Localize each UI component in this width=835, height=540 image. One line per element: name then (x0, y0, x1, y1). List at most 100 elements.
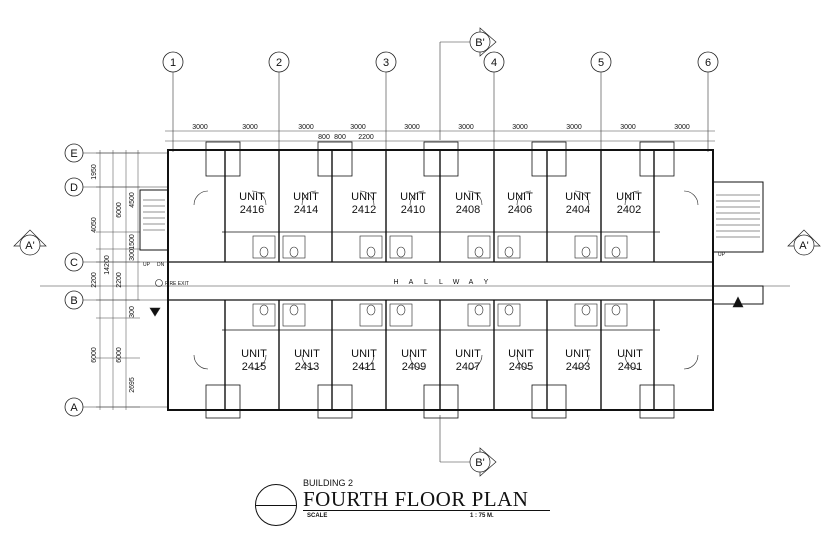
section-lines (439, 41, 470, 463)
unit-label-number: 2402 (617, 204, 641, 216)
unit-label-word: UNIT (565, 348, 591, 360)
hallway-letter: H (393, 279, 398, 286)
unit-label-number: 2401 (618, 361, 642, 373)
unit-label-number: 2415 (242, 361, 266, 373)
grid-column-lines (172, 72, 709, 152)
section-b-bottom: B' (475, 457, 484, 469)
unit-label-word: UNIT (455, 348, 481, 360)
left-dimension-lines (96, 150, 140, 410)
stairs (143, 194, 760, 317)
building-outline (139, 141, 764, 419)
title-underline (303, 510, 550, 511)
unit-label-word: UNIT (400, 191, 426, 203)
unit-label-word: UNIT (401, 348, 427, 360)
dim-6000-c: 6000 (116, 347, 123, 363)
unit-label-number: 2409 (402, 361, 426, 373)
dim-4500: 4500 (129, 192, 136, 208)
plan-title: FOURTH FLOOR PLAN (303, 487, 529, 511)
hallway-letter: W (453, 279, 460, 286)
grid-col-1: 1 (170, 57, 176, 69)
grid-column-bubbles: 1 2 3 4 5 6 (162, 51, 719, 73)
door-swings (193, 190, 699, 370)
dim-top: 3000 (512, 124, 528, 131)
fire-exit-label: FIRE EXIT (165, 281, 189, 287)
bathroom-fixtures (252, 235, 628, 327)
dim-2200-a: 2200 (91, 272, 98, 288)
unit-label-word: UNIT (507, 191, 533, 203)
dim-small: 800 (334, 134, 346, 141)
building-label: BUILDING 2 (303, 478, 354, 488)
unit-label-number: 2403 (566, 361, 590, 373)
dim-300-b: 300 (129, 306, 136, 318)
unit-label-number: 2412 (352, 204, 376, 216)
unit-label-number: 2411 (352, 361, 376, 373)
unit-label-number: 2416 (240, 204, 264, 216)
unit-label-word: UNIT (351, 191, 377, 203)
unit-label-word: UNIT (455, 191, 481, 203)
section-a-right: A' (799, 240, 808, 252)
hallway-letter: L (439, 279, 443, 286)
dim-2695: 2695 (129, 377, 136, 393)
grid-row-e: E (70, 148, 77, 160)
grid-row-d: D (70, 182, 78, 194)
title-block: BUILDING 2 FOURTH FLOOR PLAN SCALE 1 : 7… (255, 478, 555, 530)
unit-label-number: 2404 (566, 204, 590, 216)
unit-label-number: 2414 (294, 204, 318, 216)
grid-col-5: 5 (598, 57, 604, 69)
dim-top: 3000 (192, 124, 208, 131)
unit-label-number: 2408 (456, 204, 480, 216)
title-symbol (255, 484, 297, 526)
unit-label-word: UNIT (294, 348, 320, 360)
dim-top: 3000 (566, 124, 582, 131)
unit-label-word: UNIT (293, 191, 319, 203)
grid-row-bubbles: E D C B A (64, 143, 84, 417)
scale-label: SCALE (307, 513, 328, 519)
dim-1950: 1950 (91, 164, 98, 180)
dim-top: 3000 (458, 124, 474, 131)
dim-top: 3000 (620, 124, 636, 131)
units-top: UNIT 2416 UNIT 2414 UNIT 2412 UNIT 2410 … (239, 191, 642, 216)
unit-label-word: UNIT (616, 191, 642, 203)
unit-label-word: UNIT (617, 348, 643, 360)
hallway-letter: A (469, 279, 474, 286)
scale-value: 1 : 75 M. (470, 513, 494, 519)
dim-top: 3000 (350, 124, 366, 131)
dim-top: 3000 (298, 124, 314, 131)
unit-label-number: 2413 (295, 361, 319, 373)
unit-label-word: UNIT (508, 348, 534, 360)
dim-6000-a: 6000 (116, 202, 123, 218)
stair-dn-label: DN (157, 262, 165, 268)
grid-row-a: A (70, 402, 78, 414)
dim-1500: 1500 (129, 234, 136, 250)
units-bottom: UNIT 2415 UNIT 2413 UNIT 2411 UNIT 2409 … (241, 348, 643, 373)
dim-6000-b: 6000 (91, 347, 98, 363)
dim-300-a: 300 (129, 249, 136, 261)
stair-labels: FIRE EXIT UP UP DN (143, 252, 726, 287)
hallway-label: H A L L W A Y (393, 279, 488, 286)
unit-label-word: UNIT (241, 348, 267, 360)
dim-small: 800 (318, 134, 330, 141)
top-dimension-labels: 3000 3000 3000 3000 3000 3000 3000 3000 … (192, 124, 690, 141)
unit-label-word: UNIT (565, 191, 591, 203)
dim-14200: 14200 (104, 255, 111, 275)
grid-col-2: 2 (276, 57, 282, 69)
grid-row-c: C (70, 257, 78, 269)
dim-2200-b: 2200 (116, 272, 123, 288)
unit-label-number: 2410 (401, 204, 425, 216)
hallway-letter: A (409, 279, 414, 286)
grid-col-6: 6 (705, 57, 711, 69)
grid-col-3: 3 (383, 57, 389, 69)
grid-col-4: 4 (491, 57, 497, 69)
dim-top: 3000 (674, 124, 690, 131)
dim-small: 2200 (358, 134, 374, 141)
hallway-letter: L (424, 279, 428, 286)
unit-label-number: 2407 (456, 361, 480, 373)
dim-top: 3000 (404, 124, 420, 131)
section-b-top: B' (475, 37, 484, 49)
unit-label-word: UNIT (239, 191, 265, 203)
dim-4050: 4050 (91, 217, 98, 233)
hallway-letter: Y (484, 279, 489, 286)
grid-row-b: B (70, 295, 77, 307)
stair-up-right: UP (718, 252, 726, 258)
